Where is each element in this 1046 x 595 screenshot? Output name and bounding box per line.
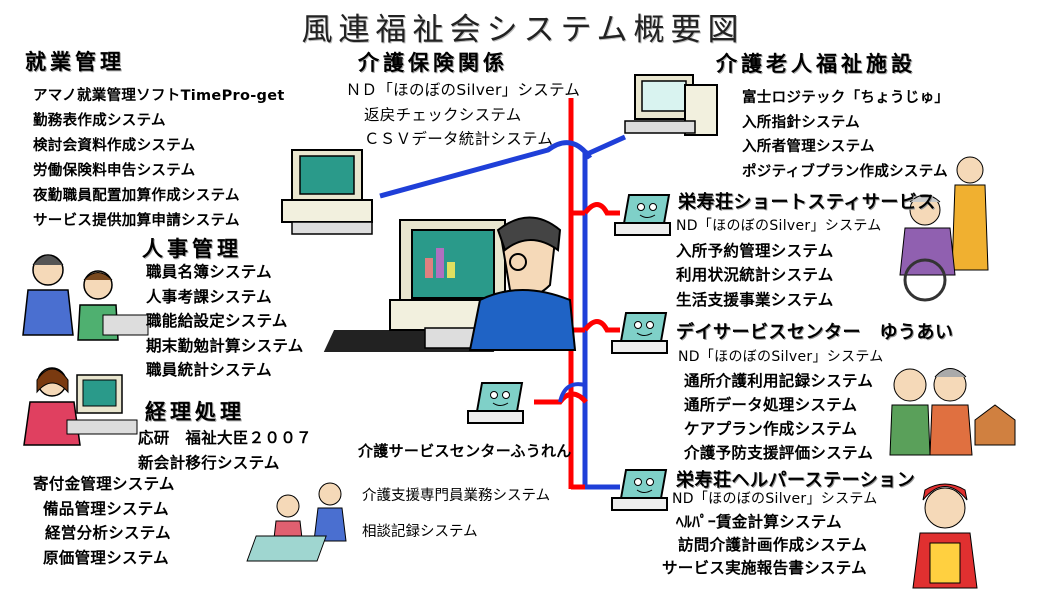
day-header: デイサービスセンター ゆうあい xyxy=(676,322,954,343)
day-item: ケアプラン作成システム xyxy=(684,420,858,438)
keiri-item: 寄付金管理システム xyxy=(33,475,175,493)
jinji-list: 職員名簿システム 人事考課システム 職能給設定システム 期末勤勉計算システム 職… xyxy=(146,260,304,383)
kaigo-hoken-header: 介護保険関係 xyxy=(358,50,508,75)
shugyo-item: サービス提供加算申請システム xyxy=(33,213,240,229)
day-list: ND「ほのぼのSilver」システム 通所介護利用記録システム 通所データ処理シ… xyxy=(678,345,884,465)
elderly-couple-clipart xyxy=(889,368,1016,456)
kaigo-hoken-item: ＣＳＶデータ統計システム xyxy=(364,130,554,149)
pc-shugyo xyxy=(281,149,373,235)
furen-item: 相談記録システム xyxy=(362,524,478,540)
day-item: 介護予防支援評価システム xyxy=(684,444,874,462)
short-item: ND「ほのぼのSilver」システム xyxy=(676,218,882,234)
office-workers-clipart xyxy=(22,254,149,341)
keiri-item: 応研 福祉大臣２００７ xyxy=(138,429,312,447)
rojin-item: 富士ロジテック「ちょうじゅ」 xyxy=(742,90,950,106)
rojin-header: 介護老人福祉施設 xyxy=(716,51,916,76)
keiri-header: 経理処理 xyxy=(145,399,245,424)
keiri-item: 備品管理システム xyxy=(43,499,169,518)
short-item: 利用状況統計システム xyxy=(676,266,834,285)
branch-short xyxy=(571,202,620,216)
keiri-item: 原価管理システム xyxy=(43,548,169,567)
jinji-header: 人事管理 xyxy=(142,236,242,261)
helper-item: サービス実施報告書システム xyxy=(662,559,867,577)
pc-rojin xyxy=(624,74,718,136)
helper-list: ND「ほのぼのSilver」システム ﾍﾙﾊﾟｰ賃金計算システム 訪問介護計画作… xyxy=(662,488,878,580)
blue-line-shugyo xyxy=(379,140,593,199)
shugyo-item: 夜勤職員配置加算作成システム xyxy=(33,188,240,204)
shugyo-item: 労働保険料申告システム xyxy=(33,163,196,179)
shugyo-header: 就業管理 xyxy=(25,49,125,74)
laptop-helper xyxy=(611,469,668,511)
keiri-list-top: 応研 福祉大臣２００７ 新会計移行システム xyxy=(138,426,312,475)
rojin-list: 富士ロジテック「ちょうじゅ」 入所指針システム 入所者管理システム ポジティブプ… xyxy=(742,86,949,184)
jinji-item: 人事考課システム xyxy=(146,287,272,306)
helper-clipart xyxy=(912,483,978,589)
jinji-item: 職員統計システム xyxy=(146,361,272,380)
short-header: 栄寿荘ショートスティサービス xyxy=(678,192,936,213)
rojin-item: 入所指針システム xyxy=(742,114,860,131)
day-item: ND「ほのぼのSilver」システム xyxy=(678,349,884,365)
wheelchair-clipart xyxy=(899,156,989,302)
blue-hop-furen xyxy=(558,382,586,403)
shugyo-item: 勤務表作成システム xyxy=(33,113,166,129)
keiri-list-bottom: 寄付金管理システム 備品管理システム 経営分析システム 原価管理システム xyxy=(33,472,175,570)
shugyo-item: 検討会資料作成システム xyxy=(33,138,196,154)
short-list: ND「ほのぼのSilver」システム 入所予約管理システム 利用状況統計システム… xyxy=(676,214,882,312)
short-item: 入所予約管理システム xyxy=(676,241,834,260)
kaigo-hoken-item: ＮＤ「ほのぼのSilver」システム xyxy=(345,81,581,99)
kaigo-hoken-list: ＮＤ「ほのぼのSilver」システム 返戻チェックシステム ＣＳＶデータ統計シス… xyxy=(328,78,598,152)
jinji-item: 職能給設定システム xyxy=(146,312,288,331)
laptop-furen xyxy=(467,382,524,424)
furen-item: 介護支援専門員業務システム xyxy=(362,488,551,504)
day-item: 通所介護利用記録システム xyxy=(684,372,874,390)
kaigo-hoken-item: 返戻チェックシステム xyxy=(364,105,522,124)
helper-item: ND「ほのぼのSilver」システム xyxy=(672,491,878,507)
shugyo-item: アマノ就業管理ソフトTimePro-get xyxy=(33,88,285,104)
page-title: 風連福祉会システム概要図 xyxy=(301,12,745,48)
short-item: 生活支援事業システム xyxy=(676,290,834,309)
keiri-item: 新会計移行システム xyxy=(138,453,280,472)
keiri-item: 経営分析システム xyxy=(45,524,171,543)
helper-item: ﾍﾙﾊﾟｰ賃金計算システム xyxy=(676,513,842,531)
laptop-day xyxy=(611,312,668,354)
clerk-computer-clipart xyxy=(23,367,138,446)
helper-item: 訪問介護計画作成システム xyxy=(678,536,868,554)
branch-day xyxy=(571,319,620,333)
shugyo-list: アマノ就業管理ソフトTimePro-get 勤務表作成システム 検討会資料作成シ… xyxy=(33,84,285,234)
rojin-item: 入所者管理システム xyxy=(742,139,875,156)
rojin-item: ポジティブプラン作成システム xyxy=(742,163,948,180)
meeting-clipart xyxy=(246,482,347,562)
blue-line-rojin xyxy=(583,134,627,158)
jinji-item: 期末勤勉計算システム xyxy=(146,336,304,355)
furen-list: 介護支援専門員業務システム 相談記録システム xyxy=(362,478,550,550)
jinji-item: 職員名簿システム xyxy=(146,263,272,281)
day-item: 通所データ処理システム xyxy=(684,396,858,414)
laptop-short xyxy=(614,194,671,236)
helper-header: 栄寿荘ヘルパーステーション xyxy=(676,470,916,491)
central-computer-user xyxy=(323,216,577,352)
furen-header: 介護サービスセンターふうれん xyxy=(358,442,572,460)
